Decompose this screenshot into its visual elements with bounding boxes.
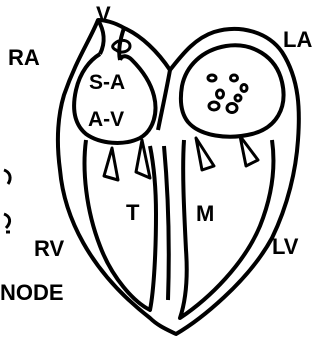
pulmonary-vein-openings (208, 75, 247, 113)
tricuspid-leaflets (104, 140, 150, 180)
label-v: V (96, 2, 111, 27)
mitral-leaflets (196, 136, 258, 170)
label-rv: RV (34, 236, 64, 261)
right-ventricle-chamber (85, 140, 156, 310)
label-tricuspid: T (126, 200, 140, 225)
ventricular-septum (164, 146, 169, 300)
label-sa-node: S-A (89, 71, 125, 94)
label-ra: RA (8, 45, 40, 70)
atrial-septum (158, 70, 170, 130)
label-mitral: M (196, 201, 214, 226)
label-lv: LV (272, 234, 299, 259)
label-node: NODE (0, 280, 64, 305)
left-atrium-chamber (181, 45, 284, 136)
label-la: LA (283, 27, 312, 52)
heart-outer-outline (58, 20, 299, 334)
left-edge-marks (4, 170, 10, 232)
left-ventricle-chamber (180, 140, 274, 318)
label-av-node: A-V (88, 108, 124, 131)
